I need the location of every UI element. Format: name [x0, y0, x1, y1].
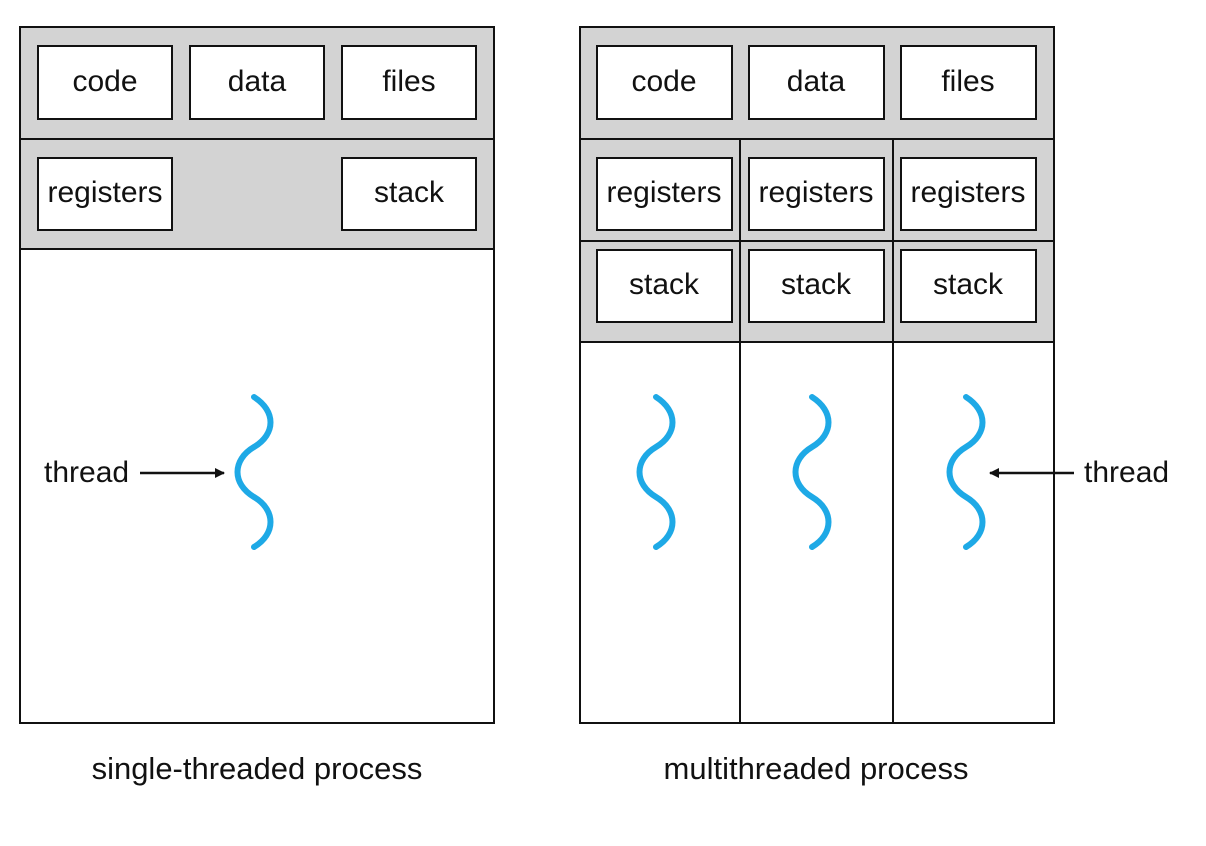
- multi-files-box: [900, 45, 1037, 120]
- single-caption: single-threaded process: [92, 751, 423, 786]
- multithreaded-process: code data files registers stack register…: [579, 26, 1169, 786]
- multi-registers-box-3: [900, 157, 1037, 231]
- multi-data-label: data: [787, 65, 846, 98]
- multi-stack-box-1: [596, 249, 733, 323]
- single-code-box: [37, 45, 173, 120]
- single-data-label: data: [228, 65, 287, 98]
- single-registers-label: registers: [47, 176, 162, 209]
- single-thread-label: thread: [44, 456, 129, 489]
- multi-code-label: code: [631, 65, 696, 98]
- multi-registers-box-1: [596, 157, 733, 231]
- single-threaded-process: code data files registers stack thread s…: [19, 26, 495, 786]
- single-registers-box: [37, 157, 173, 231]
- multi-registers-box-2: [748, 157, 885, 231]
- single-stack-label: stack: [374, 176, 445, 209]
- multi-stack-label-1: stack: [629, 268, 700, 301]
- single-files-box: [341, 45, 477, 120]
- multi-data-box: [748, 45, 885, 120]
- single-execution-area: [19, 248, 495, 724]
- multi-caption: multithreaded process: [664, 751, 969, 786]
- multi-stack-box-2: [748, 249, 885, 323]
- single-data-box: [189, 45, 325, 120]
- multi-registers-label-3: registers: [910, 176, 1025, 209]
- single-code-label: code: [72, 65, 137, 98]
- multi-stack-label-2: stack: [781, 268, 852, 301]
- multi-registers-label-1: registers: [606, 176, 721, 209]
- single-stack-box: [341, 157, 477, 231]
- multi-registers-label-2: registers: [758, 176, 873, 209]
- multi-thread-label: thread: [1084, 456, 1169, 489]
- multi-stack-label-3: stack: [933, 268, 1004, 301]
- multi-code-box: [596, 45, 733, 120]
- single-files-label: files: [382, 65, 435, 98]
- multi-stack-box-3: [900, 249, 1037, 323]
- multi-files-label: files: [941, 65, 994, 98]
